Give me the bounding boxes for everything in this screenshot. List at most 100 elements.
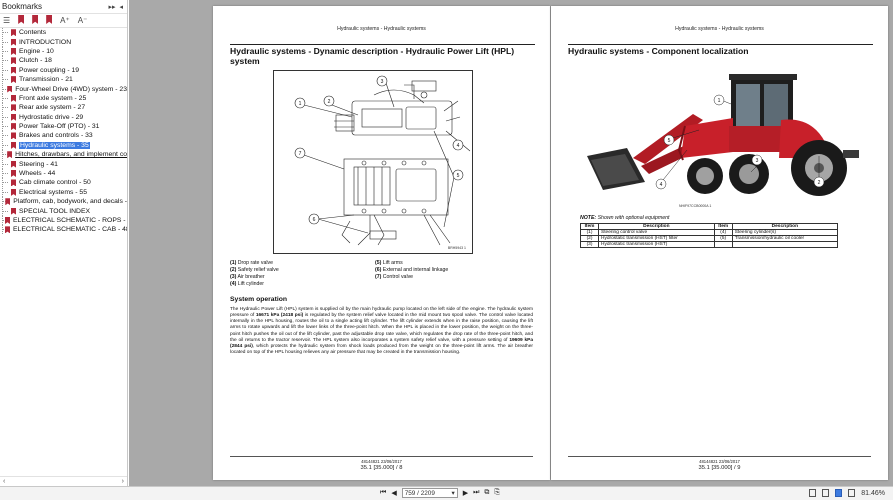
bookmark-item[interactable]: Electrical systems - 55: [0, 187, 127, 197]
figure-id: BRH5943 1: [447, 246, 466, 250]
fit-width-icon[interactable]: [848, 489, 856, 497]
legend-item: (3) Air breather: [230, 274, 265, 280]
bookmark-label: Hydraulic systems - 35: [19, 141, 90, 149]
bookmark-item[interactable]: Cab climate control - 50: [0, 178, 127, 188]
bookmark-icon: [11, 170, 16, 178]
two-page-view-icon[interactable]: [835, 489, 843, 497]
bookmark-item[interactable]: INTRODUCTION: [0, 37, 127, 47]
bookmark-item[interactable]: Rear axle system - 27: [0, 103, 127, 113]
bookmark-item[interactable]: Power coupling - 19: [0, 65, 127, 75]
running-head: Hydraulic systems - Hydraulic systems: [337, 26, 426, 32]
section-heading: System operation: [230, 296, 288, 303]
callout-5: 5: [668, 138, 671, 144]
page-title: Hydraulic systems - Component localizati…: [568, 44, 873, 57]
next-page-button[interactable]: ▶: [462, 490, 469, 497]
expand-bookmark-icon[interactable]: [32, 15, 39, 26]
bookmark-item[interactable]: Power Take-Off (PTO) - 31: [0, 122, 127, 132]
horizontal-scrollbar[interactable]: ‹ ›: [0, 476, 127, 486]
history-icon[interactable]: ⎘: [494, 489, 501, 496]
page-9: Hydraulic systems - Hydraulic systems Hy…: [551, 6, 888, 480]
page-footer: 48144821 23/06/2017 35.1 [35.000] / 9: [568, 456, 871, 471]
first-page-button[interactable]: ⏮: [380, 489, 387, 496]
bookmark-icon: [5, 226, 10, 234]
bookmark-label: INTRODUCTION: [19, 38, 72, 46]
bookmark-label: Brakes and controls - 33: [19, 132, 93, 140]
bookmark-item[interactable]: ELECTRICAL SCHEMATIC - CAB - 4811: [0, 225, 127, 235]
bookmark-icon: [11, 179, 16, 187]
bookmark-icon: [11, 160, 16, 168]
collapse-panel-icon[interactable]: ◂: [119, 3, 123, 11]
bookmark-icon: [11, 207, 16, 215]
copy-icon[interactable]: ⧉: [484, 489, 490, 496]
bookmark-icon: [11, 76, 16, 84]
bookmark-icon: [11, 104, 16, 112]
bookmarks-title: Bookmarks: [2, 2, 43, 11]
legend-item: (7) Control valve: [375, 274, 414, 280]
bookmark-icon: [11, 38, 16, 46]
bookmark-label: Clutch - 18: [19, 57, 52, 65]
bookmark-icon: [11, 94, 16, 102]
component-table: Item Description Item Description (1)Ste…: [580, 223, 839, 248]
bookmark-icon: [5, 198, 11, 206]
text-larger-button[interactable]: A⁺: [60, 16, 70, 25]
footer-page-number: 35.1 [35.000] / 9: [698, 465, 741, 471]
document-viewer[interactable]: Hydraulic systems - Hydraulic systems Hy…: [129, 0, 893, 486]
bookmark-item[interactable]: Contents: [0, 28, 127, 38]
bookmark-item[interactable]: ELECTRICAL SCHEMATIC - ROPS - 481: [0, 216, 127, 225]
scroll-right-icon[interactable]: ›: [121, 478, 124, 485]
callout-6: 6: [313, 217, 316, 223]
legend-item: (4) Lift cylinder: [230, 281, 265, 287]
single-page-view-icon[interactable]: [809, 489, 817, 497]
status-toolbar: ⏮ ◀ 759 / 2209 ▾ ▶ ⏭ ⧉ ⎘ 81.46%: [0, 486, 893, 500]
bookmark-item[interactable]: Clutch - 18: [0, 56, 127, 66]
bookmark-icon: [11, 132, 16, 140]
callout-1: 1: [299, 101, 302, 107]
bookmark-item[interactable]: Four-Wheel Drive (4WD) system - 23: [0, 84, 127, 94]
previous-page-button[interactable]: ◀: [391, 490, 397, 497]
bookmark-item[interactable]: Hydraulic systems - 35: [0, 140, 127, 150]
bookmark-item[interactable]: Hydrostatic drive - 29: [0, 112, 127, 122]
expand-panel-icon[interactable]: ▸▸: [108, 3, 116, 11]
page-title: Hydraulic systems - Dynamic description …: [230, 44, 535, 67]
bookmark-label: Wheels - 44: [19, 170, 56, 178]
bookmark-label: Hitches, drawbars, and implement co: [15, 151, 127, 159]
callout-2: 2: [328, 99, 331, 105]
running-head: Hydraulic systems - Hydraulic systems: [675, 26, 764, 32]
bookmark-item[interactable]: Hitches, drawbars, and implement co: [0, 150, 127, 160]
callout-4: 4: [457, 143, 460, 149]
bookmark-icon: [11, 113, 16, 121]
bookmark-icon: [11, 66, 16, 74]
legend-item: (5) Lift arms: [375, 260, 403, 266]
bookmark-item[interactable]: Platform, cab, bodywork, and decals -: [0, 197, 127, 207]
text-smaller-button[interactable]: A⁻: [77, 16, 88, 25]
page-8: Hydraulic systems - Hydraulic systems Hy…: [213, 6, 550, 480]
page-dropdown-icon[interactable]: ▾: [451, 490, 455, 497]
zoom-level[interactable]: 81.46%: [861, 489, 885, 497]
bookmark-item[interactable]: Brakes and controls - 33: [0, 131, 127, 141]
continuous-view-icon[interactable]: [822, 489, 830, 497]
bookmark-icon: [11, 47, 16, 55]
bookmark-item[interactable]: SPECIAL TOOL INDEX: [0, 206, 127, 216]
bookmark-item[interactable]: Wheels - 44: [0, 169, 127, 179]
hpl-system-figure: 1 2 3 4 5 6 7 BRH5943 1: [273, 70, 473, 254]
last-page-button[interactable]: ⏭: [473, 489, 480, 496]
bookmark-properties-icon[interactable]: [46, 15, 53, 26]
bookmark-label: Front axle system - 25: [19, 94, 87, 102]
page-number-input[interactable]: 759 / 2209 ▾: [401, 488, 458, 498]
bookmarks-header: Bookmarks ▸▸ ◂: [0, 0, 127, 14]
scroll-left-icon[interactable]: ‹: [3, 478, 6, 485]
bookmark-label: Platform, cab, bodywork, and decals -: [13, 198, 127, 206]
new-bookmark-icon[interactable]: [18, 15, 25, 26]
bookmark-label: Cab climate control - 50: [19, 179, 91, 187]
bookmark-item[interactable]: Transmission - 21: [0, 75, 127, 85]
bookmark-item[interactable]: Steering - 41: [0, 159, 127, 169]
bookmark-options-icon[interactable]: ☰: [3, 16, 11, 25]
bookmark-icon: [11, 188, 16, 196]
bookmark-item[interactable]: Front axle system - 25: [0, 93, 127, 103]
callout-3: 3: [756, 158, 759, 164]
bookmark-label: Four-Wheel Drive (4WD) system - 23: [15, 85, 127, 93]
bookmark-item[interactable]: Engine - 10: [0, 46, 127, 56]
view-controls: 81.46%: [809, 489, 885, 497]
